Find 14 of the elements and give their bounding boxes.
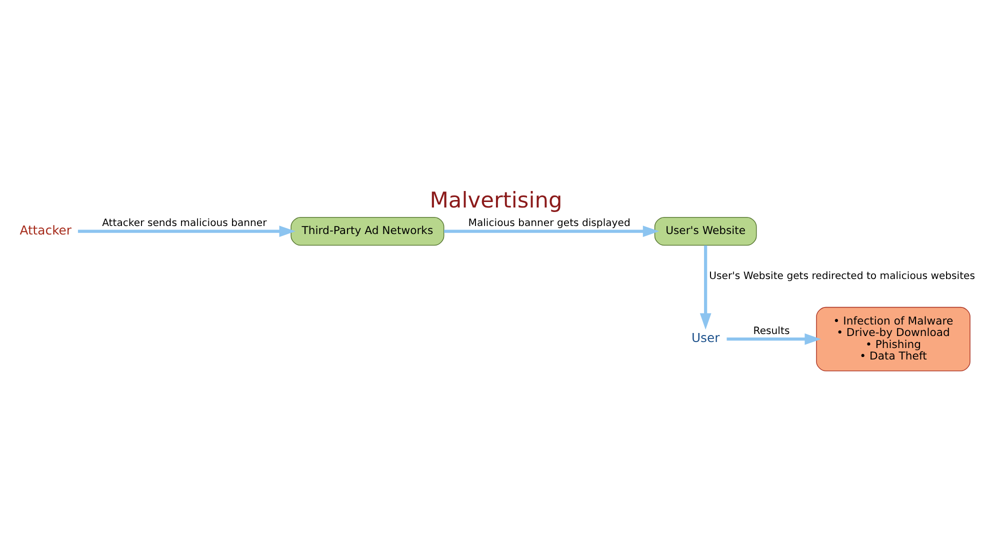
node-box: User's Website	[654, 216, 757, 246]
node-text: Attacker	[20, 222, 72, 238]
node-box: • Infection of Malware • Drive-by Download • Phishing • Data Theft	[816, 306, 970, 372]
arrow	[78, 226, 296, 238]
edge-label: Results	[753, 326, 790, 337]
edge-label: User's Website gets redirected to malicious websites	[709, 270, 976, 282]
arrow	[700, 245, 712, 330]
arrow	[726, 333, 822, 345]
arrow	[444, 226, 660, 238]
diagram-title: Malvertising	[430, 188, 562, 214]
node-box: Third-Party Ad Networks	[290, 216, 444, 246]
edge-label: Attacker sends malicious banner	[102, 218, 267, 230]
edge-label: Malicious banner gets displayed	[468, 218, 630, 230]
node-text: User	[691, 330, 720, 346]
